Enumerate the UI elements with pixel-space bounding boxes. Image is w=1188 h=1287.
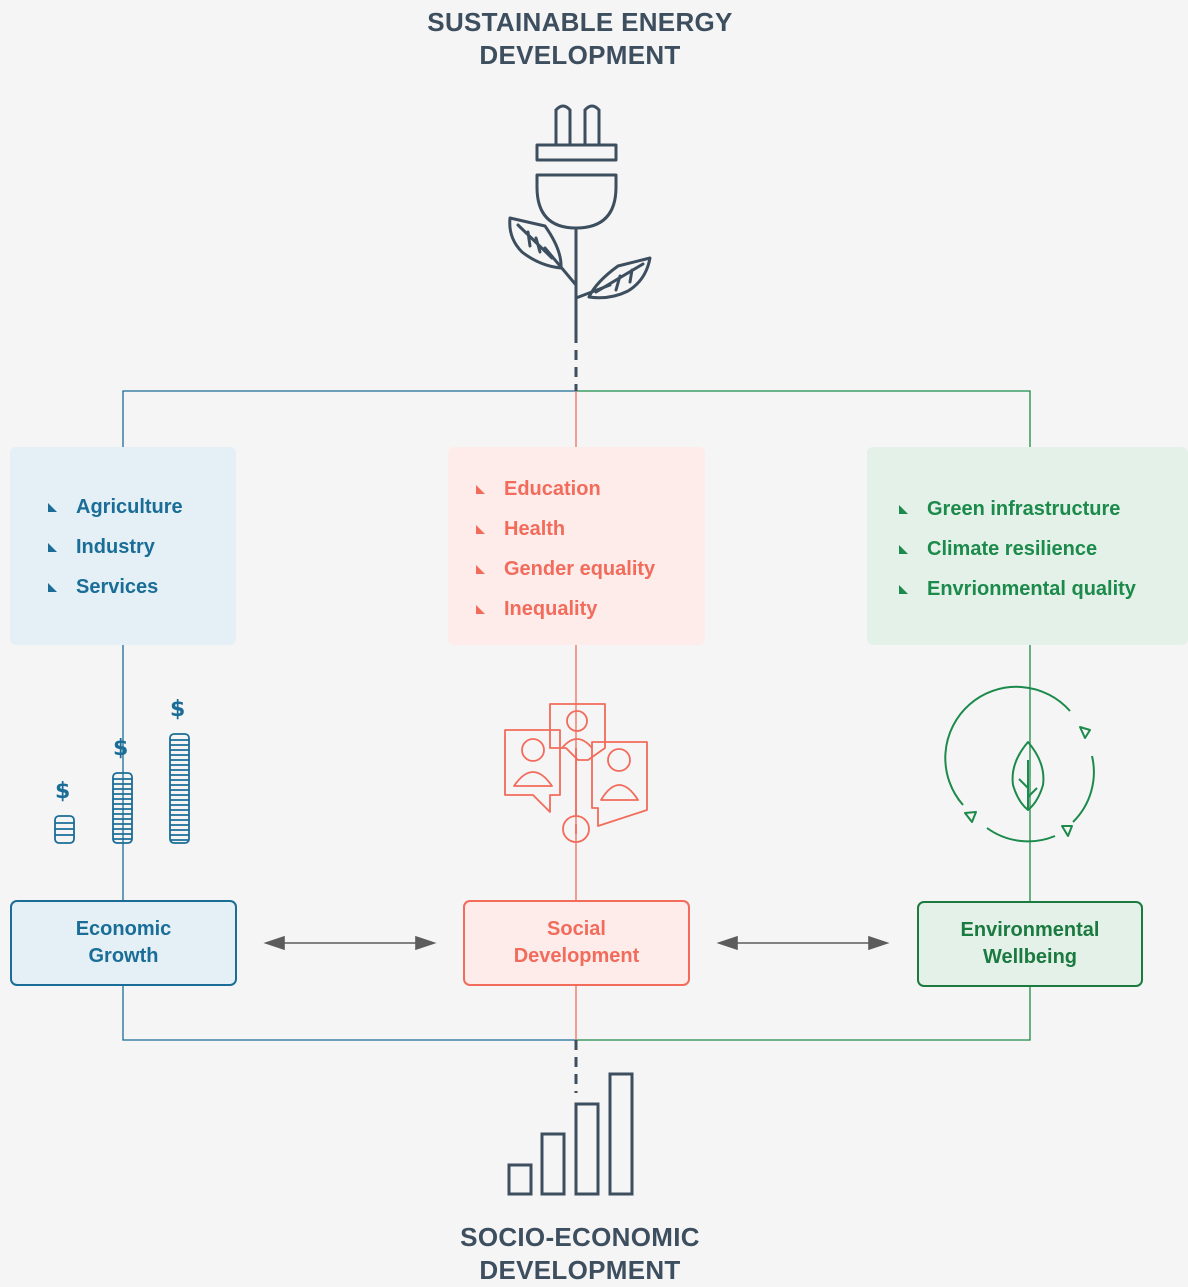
bullet-icon [476,484,485,494]
bottom-connector-blue [122,986,576,1041]
list-item: Climate resilience [899,529,1188,569]
list-item-label: Health [504,518,566,540]
social-box-line-2: Development [513,945,640,967]
double-arrow-icon [263,935,890,951]
social-development-box: Social Development [463,900,690,986]
list-item-label: Envrionmental quality [927,578,1136,600]
environmental-box-line-1: Environmental [960,919,1100,941]
bullet-icon [476,604,485,614]
bullet-icon [48,582,57,592]
dollar-sign-large: $ [170,697,186,722]
economic-box-line-2: Growth [88,945,159,967]
top-connector-blue [122,390,576,447]
growth-bars-icon [507,1072,634,1196]
bullet-icon [476,564,485,574]
list-item-label: Services [76,576,159,598]
bullet-icon [899,584,908,594]
list-item-label: Gender equality [504,558,656,580]
people-network-icon [504,703,648,843]
bullet-icon [476,524,485,534]
coin-stacks-icon [54,733,190,844]
diagram-title: SUSTAINABLE ENERGY DEVELOPMENT [0,6,1160,72]
social-box-line-1: Social [547,918,606,940]
list-item-label: Green infrastructure [927,498,1121,520]
list-item-label: Inequality [504,598,598,620]
list-item: Industry [48,527,236,567]
bottom-connector-green [576,987,1031,1041]
list-item: Services [48,567,236,607]
footer-title: SOCIO-ECONOMIC DEVELOPMENT [0,1221,1160,1287]
bullet-icon [48,502,57,512]
footer-title-line-2: DEVELOPMENT [479,1255,681,1285]
economic-box-line-1: Economic [75,918,172,940]
top-connector-green [576,390,1031,447]
list-item-label: Education [504,478,601,500]
bullet-icon [899,504,908,514]
dollar-sign-small: $ [55,779,71,804]
title-line-2: DEVELOPMENT [479,40,681,70]
list-item: Envrionmental quality [899,569,1188,609]
list-item: Agriculture [48,487,236,527]
plug-plant-icon [508,104,652,335]
list-item-label: Climate resilience [927,538,1098,560]
list-item: Inequality [476,589,705,629]
economic-growth-box: Economic Growth [10,900,237,986]
recycle-leaf-icon [944,685,1095,843]
list-item-label: Agriculture [76,496,183,518]
list-item: Gender equality [476,549,705,589]
bullet-icon [899,544,908,554]
list-item: Green infrastructure [899,489,1188,529]
title-line-1: SUSTAINABLE ENERGY [427,7,733,37]
dollar-sign-medium: $ [113,736,129,761]
list-item: Health [476,509,705,549]
footer-title-line-1: SOCIO-ECONOMIC [460,1222,700,1252]
bullet-icon [48,542,57,552]
list-item: Education [476,469,705,509]
coin-rings [113,739,189,841]
environmental-box-line-2: Wellbeing [982,946,1078,968]
environmental-wellbeing-box: Environmental Wellbeing [917,901,1143,987]
list-item-label: Industry [76,536,155,558]
